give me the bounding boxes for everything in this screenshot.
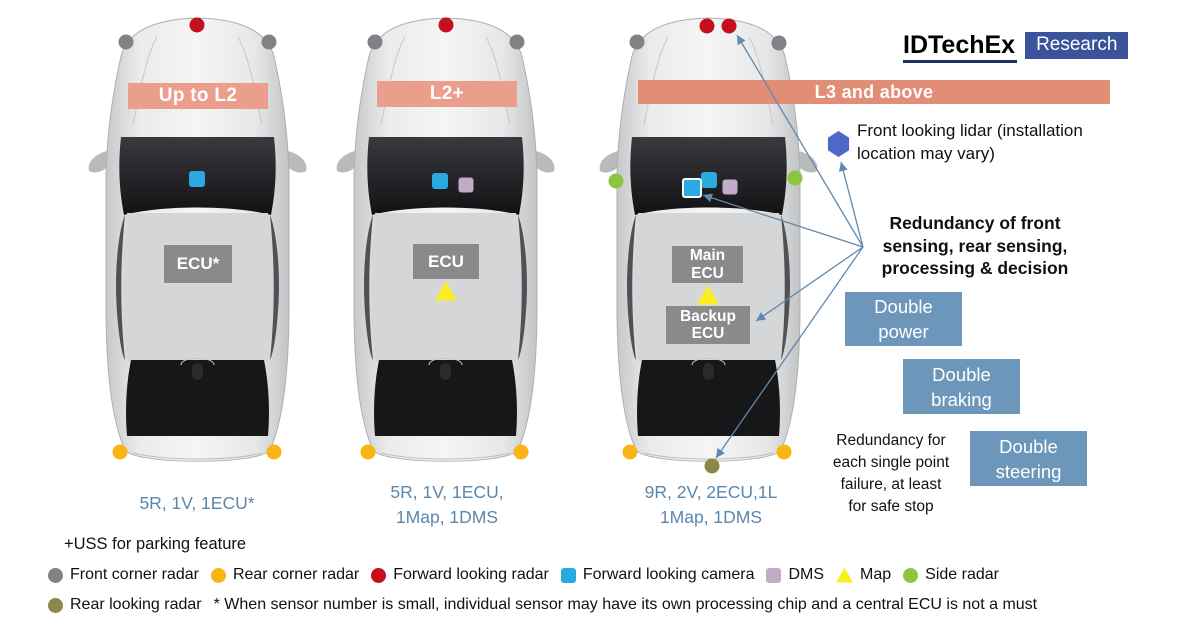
uss-footnote: +USS for parking feature: [64, 535, 247, 553]
redundancy-note: Redundancy for each single point failure…: [812, 430, 970, 518]
front-corner-radar-dot: [771, 35, 787, 51]
legend-label: Forward looking radar: [393, 566, 549, 583]
double-steering-line: Double: [999, 435, 1058, 457]
backup-ecu-line: Backup: [680, 307, 736, 325]
lidar-note-line: Front looking lidar (installation: [857, 121, 1083, 140]
legend-label: Side radar: [925, 566, 999, 583]
side-radar-dot: [787, 170, 803, 186]
caption-line: 1Map, 1DMS: [395, 507, 499, 527]
front-corner-radar-dot: [367, 34, 383, 50]
banner-l2-plus: L2+: [377, 81, 517, 107]
dms-square: [722, 179, 738, 195]
double-power-line: power: [878, 321, 929, 342]
main-ecu-line: ECU: [691, 264, 724, 282]
forward-looking-camera-square: [189, 171, 205, 187]
front-corner-radar-icon: [48, 567, 63, 583]
dms-square: [458, 177, 474, 193]
forward-looking-camera-square-redundant: [682, 178, 702, 198]
legend-item-side-radar: Side radar: [903, 566, 999, 584]
banner-l3-and-above: L3 and above: [638, 80, 1110, 104]
ecu-box: ECU*: [164, 245, 232, 283]
legend-label: Rear looking radar: [70, 596, 202, 613]
forward-looking-camera-square: [432, 173, 448, 189]
forward-looking-radar-dot: [699, 18, 715, 34]
rear-corner-radar-dot: [112, 444, 128, 460]
lidar-note-line: location may vary): [857, 144, 995, 163]
redundancy-note-line: each single point: [832, 454, 950, 471]
redundancy-note-line: Redundancy for: [836, 432, 946, 449]
lidar-note: Front looking lidar (installation locati…: [857, 119, 1117, 165]
redundancy-heading-line: Redundancy of front: [889, 213, 1061, 233]
legend-label: DMS: [788, 566, 825, 583]
legend-label: Front corner radar: [70, 566, 199, 583]
legend-row-2: Rear looking radar * When sensor number …: [48, 596, 1037, 614]
forward-looking-radar-icon: [371, 567, 387, 583]
forward-looking-radar-dot: [721, 18, 737, 34]
double-steering-box: Double steering: [970, 431, 1087, 486]
ecu-box: ECU: [413, 244, 479, 279]
caption-line: 9R, 2V, 2ECU,1L: [644, 482, 778, 502]
caption-line: 1Map, 1DMS: [659, 507, 763, 527]
front-corner-radar-dot: [629, 34, 645, 50]
main-ecu-line: Main: [689, 247, 726, 264]
legend-item-dms: DMS: [766, 566, 824, 584]
banner-up-to-l2: Up to L2: [128, 83, 268, 109]
main-ecu-box: Main ECU: [672, 246, 743, 283]
rear-corner-radar-dot: [360, 444, 376, 460]
legend-item-front-corner-radar: Front corner radar: [48, 566, 199, 584]
legend-item-forward-looking-radar: Forward looking radar: [371, 566, 549, 584]
redundancy-note-line: for safe stop: [848, 498, 934, 515]
redundancy-heading-line: sensing, rear sensing,: [882, 235, 1068, 256]
rear-corner-radar-dot: [776, 444, 792, 460]
legend-row-1: Front corner radar Rear corner radar For…: [48, 566, 1011, 584]
car3-sensor-count-caption: 9R, 2V, 2ECU,1L 1Map, 1DMS: [631, 480, 791, 530]
rear-looking-radar-dot: [704, 458, 720, 474]
backup-ecu-box: Backup ECU: [666, 306, 750, 344]
redundancy-heading-line: processing & decision: [881, 258, 1069, 278]
backup-ecu-line: ECU: [691, 325, 725, 342]
side-radar-dot: [608, 173, 624, 189]
car1-sensor-count-caption: 5R, 1V, 1ECU*: [117, 491, 277, 516]
front-corner-radar-dot: [509, 34, 525, 50]
legend-label: Forward looking camera: [582, 566, 755, 583]
double-braking-line: braking: [931, 388, 992, 410]
caption-line: 5R, 1V, 1ECU*: [139, 493, 255, 513]
forward-looking-radar-dot: [438, 17, 454, 33]
legend-item-rear-corner-radar: Rear corner radar: [210, 566, 360, 584]
double-steering-line: steering: [995, 460, 1062, 482]
redundancy-note-line: failure, at least: [840, 476, 942, 493]
logo-research-badge: Research: [1025, 32, 1129, 59]
forward-looking-camera-square: [701, 172, 717, 188]
forward-looking-radar-dot: [189, 17, 205, 33]
rear-looking-radar-icon: [48, 597, 63, 613]
rear-corner-radar-dot: [513, 444, 529, 460]
dms-icon: [766, 567, 782, 583]
logo-wordmark: IDTechEx: [903, 32, 1018, 63]
rear-corner-radar-icon: [210, 567, 226, 583]
double-power-box: Double power: [845, 292, 962, 346]
caption-line: 5R, 1V, 1ECU,: [390, 482, 504, 502]
double-braking-line: Double: [932, 363, 991, 385]
idtechex-logo: IDTechEx Research: [903, 32, 1129, 63]
front-corner-radar-dot: [261, 34, 277, 50]
double-power-line: Double: [874, 296, 933, 317]
legend-item-rear-looking-radar: Rear looking radar: [48, 596, 202, 614]
legend-label: Rear corner radar: [232, 566, 360, 583]
rear-corner-radar-dot: [622, 444, 638, 460]
map-icon: [836, 567, 854, 583]
legend-item-forward-looking-camera: Forward looking camera: [560, 566, 755, 584]
redundancy-heading: Redundancy of front sensing, rear sensin…: [846, 212, 1104, 280]
double-braking-box: Double braking: [903, 359, 1020, 414]
asterisk-footnote: * When sensor number is small, individua…: [213, 596, 1038, 613]
side-radar-icon: [903, 567, 919, 583]
forward-looking-camera-icon: [560, 567, 576, 583]
legend-label: Map: [860, 566, 892, 583]
legend-item-map: Map: [836, 566, 891, 584]
lidar-hexagon-icon: [827, 131, 850, 157]
rear-corner-radar-dot: [266, 444, 282, 460]
car2-sensor-count-caption: 5R, 1V, 1ECU, 1Map, 1DMS: [367, 480, 527, 530]
front-corner-radar-dot: [118, 34, 134, 50]
